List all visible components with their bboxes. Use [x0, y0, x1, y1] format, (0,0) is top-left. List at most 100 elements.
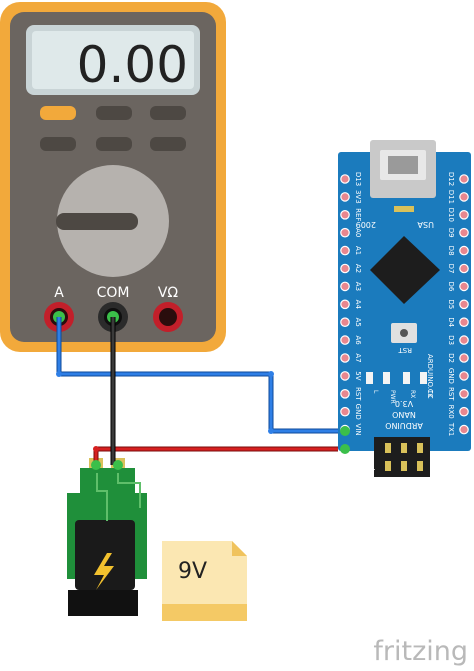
pin-label-rst: RST [447, 387, 455, 401]
year-label: 2009 [356, 220, 376, 229]
pin-pad-d13[interactable] [340, 174, 350, 184]
pin-label-5v: 5V [354, 371, 362, 380]
microcontroller-chip [370, 236, 440, 304]
pin-pad-a7[interactable] [340, 353, 350, 363]
pin-pad-a5[interactable] [340, 317, 350, 327]
pin-label-d10: D10 [447, 208, 455, 222]
pin-label-a5: A5 [354, 318, 362, 327]
pin-pad-d8[interactable] [459, 245, 469, 256]
pin-pad-a4[interactable] [340, 299, 350, 310]
rst-label: RST [398, 346, 412, 354]
led-pwr [383, 372, 390, 384]
pin-pad-ref[interactable] [340, 210, 350, 220]
pin-pad-3v3[interactable] [340, 192, 350, 202]
pin-label-a1: A1 [354, 246, 362, 255]
pin-label-gnd: GND [447, 368, 455, 384]
battery-label: 9V [178, 559, 207, 584]
wires [56, 317, 350, 470]
pin-pad-d3[interactable] [459, 335, 469, 345]
pin-label-a2: A2 [354, 264, 362, 273]
gnd-wire-end [340, 426, 350, 436]
port-com-label: COM [97, 285, 130, 301]
pin-label-rst: RST [354, 387, 362, 401]
pin-pad-5v[interactable] [340, 371, 350, 381]
pin-pad-a6[interactable] [340, 335, 350, 345]
led-label-pwr: PWR [389, 390, 396, 404]
usb-label: USA [417, 220, 434, 229]
multimeter: 0.00 A COM VΩ [0, 2, 226, 352]
function-button[interactable] [150, 106, 186, 120]
pin-label-d3: D3 [447, 335, 455, 345]
function-button[interactable] [40, 137, 76, 151]
usb-pads [394, 206, 414, 212]
pin-label-a3: A3 [354, 282, 362, 291]
pin-label-d5: D5 [447, 299, 455, 309]
pin-label-d12: D12 [447, 172, 455, 186]
nano-title-label: ARDUINO [385, 421, 423, 430]
arduino-nano-board: 2009 USA RST ARDUINO.CC L PWR RX TX V3.0… [338, 140, 471, 478]
lightning-icon [94, 553, 114, 590]
pin-label-a6: A6 [354, 335, 362, 345]
pin-pad-d5[interactable] [459, 299, 469, 310]
pin-label-d13: D13 [354, 172, 362, 186]
function-button[interactable] [150, 137, 186, 151]
port-v-label: VΩ [158, 285, 179, 301]
pin-label-3v3: 3V3 [354, 190, 362, 204]
mode-button-active[interactable] [40, 106, 76, 120]
pin-pad-d12[interactable] [459, 174, 469, 184]
pin-label-a7: A7 [354, 353, 362, 362]
pin-pad-d2[interactable] [459, 353, 469, 363]
function-button[interactable] [96, 137, 132, 151]
led-rx [403, 372, 410, 384]
pin-pad-gnd[interactable] [459, 371, 469, 381]
led-l [366, 372, 373, 384]
led-tx [420, 372, 427, 384]
jack-wire-end-red [91, 460, 101, 470]
pin-pad-tx1[interactable] [459, 424, 469, 435]
pin-label-rx0: RX0 [447, 405, 455, 419]
pin-pad-d11[interactable] [459, 192, 469, 202]
board-name-label: ARDUINO.CC [426, 354, 434, 399]
pin-label-d2: D2 [447, 353, 455, 363]
pin-label-gnd: GND [354, 404, 362, 420]
pin-pad-rst[interactable] [340, 388, 350, 399]
dial-pointer [56, 213, 138, 230]
pin-pad-d9[interactable] [459, 227, 469, 238]
pin-label-tx1: TX1 [447, 422, 455, 437]
pin-label-a4: A4 [354, 300, 362, 310]
battery-note: 9V [162, 541, 247, 621]
pin-pad-a2[interactable] [340, 263, 350, 274]
pin-pad-d4[interactable] [459, 317, 469, 327]
fritzing-logo: fritzing [373, 636, 468, 667]
function-button[interactable] [96, 106, 132, 120]
display-screen [32, 31, 194, 89]
pin-label-d8: D8 [447, 246, 455, 256]
pin-label-ref: REF [354, 208, 362, 221]
pin-pad-d10[interactable] [459, 210, 469, 220]
pin-label-d9: D9 [447, 228, 455, 238]
pin-label-d4: D4 [447, 317, 455, 327]
pin-label-d7: D7 [447, 264, 455, 274]
pin-pad-a3[interactable] [340, 281, 350, 292]
pin-pad-a1[interactable] [340, 245, 350, 256]
pin-pad-gnd[interactable] [340, 406, 350, 417]
led-label-rx: RX [409, 390, 416, 398]
display-value: 0.00 [77, 36, 188, 94]
nano-version-label: V3.0 [395, 399, 413, 408]
pin1-label: 1 [370, 463, 376, 473]
led-label-l: L [372, 390, 379, 394]
pin-label-vin: VIN [354, 424, 362, 436]
pin-pad-rst[interactable] [459, 388, 469, 399]
pin-pad-d7[interactable] [459, 263, 469, 274]
pin-pad-rx0[interactable] [459, 406, 469, 417]
led-label-tx: TX [426, 389, 433, 398]
pin-pad-a0[interactable] [340, 227, 350, 238]
note-body [162, 541, 247, 621]
pin-label-d11: D11 [447, 190, 455, 204]
vin-wire-end [340, 444, 350, 454]
pin-pad-d6[interactable] [459, 281, 469, 292]
icsp-label: ICSP [440, 462, 448, 478]
